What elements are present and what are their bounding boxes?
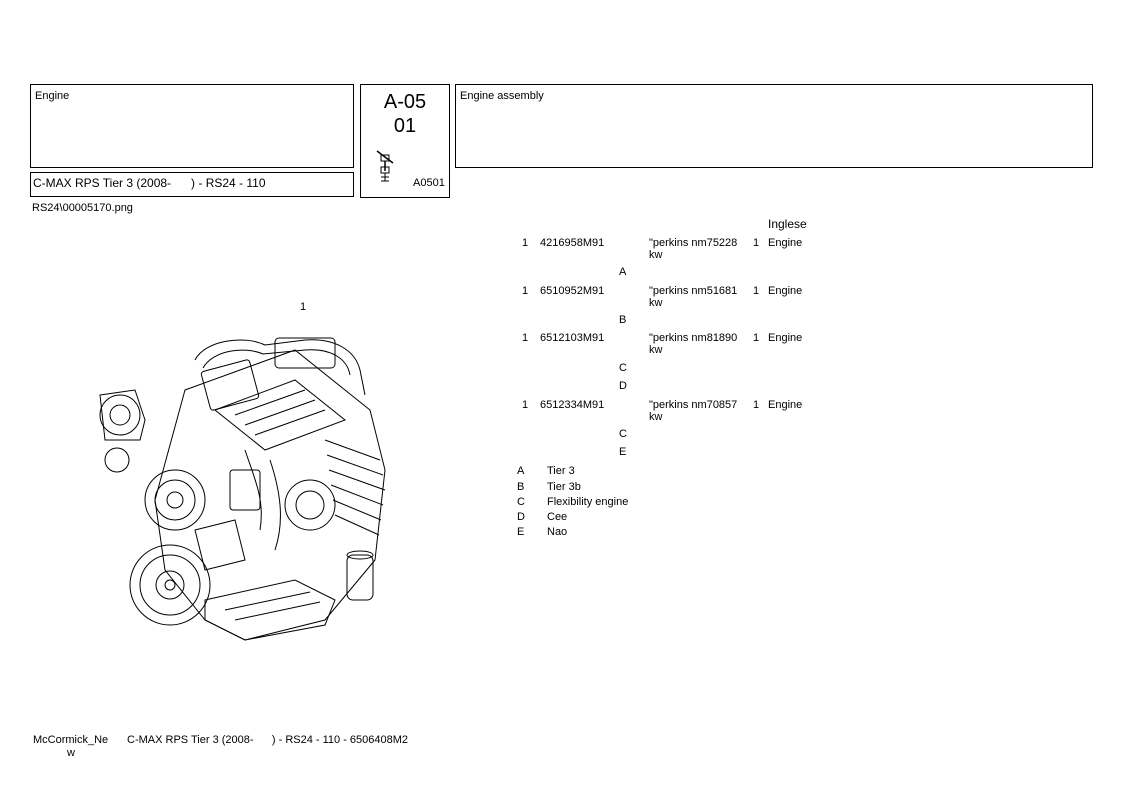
row-1-note-1: A bbox=[619, 266, 627, 278]
row-2-description: "perkins nm51681 kw bbox=[649, 285, 738, 309]
row-2-quantity: 1 bbox=[753, 285, 760, 297]
row-3-name: Engine bbox=[768, 332, 803, 344]
model-line: C-MAX RPS Tier 3 (2008- ) - RS24 - 110 bbox=[33, 176, 266, 190]
section-title: Engine bbox=[35, 90, 70, 102]
footer-brand-line2: w bbox=[67, 747, 75, 759]
language-label: Inglese bbox=[768, 217, 807, 231]
row-1-quantity: 1 bbox=[753, 237, 760, 249]
image-filename: RS24\00005170.png bbox=[32, 202, 133, 214]
row-4-part-number[interactable]: 6512334M91 bbox=[540, 399, 605, 411]
model-box: C-MAX RPS Tier 3 (2008- ) - RS24 - 110 bbox=[30, 172, 354, 197]
row-3-description: "perkins nm81890 kw bbox=[649, 332, 738, 356]
legend-key-c: C bbox=[517, 496, 525, 508]
row-3-note-1: C bbox=[619, 362, 627, 374]
row-4-note-2: E bbox=[619, 446, 627, 458]
legend-text-b: Tier 3b bbox=[547, 481, 581, 493]
footer-brand-line1: McCormick_Ne bbox=[33, 734, 109, 746]
group-code-box: A-05 01 A0501 bbox=[360, 84, 450, 198]
assembly-box: Engine assembly bbox=[455, 84, 1093, 168]
assembly-title: Engine assembly bbox=[460, 90, 544, 102]
legend-key-d: D bbox=[517, 511, 525, 523]
row-4-note-1: C bbox=[619, 428, 627, 440]
group-ref: A0501 bbox=[413, 177, 445, 189]
section-box: Engine bbox=[30, 84, 354, 168]
callout-number: 1 bbox=[300, 301, 307, 313]
row-1-number: 1 bbox=[522, 237, 529, 249]
row-2-note-1: B bbox=[619, 314, 627, 326]
group-subcode: 01 bbox=[393, 115, 417, 137]
legend-key-e: E bbox=[517, 526, 525, 538]
legend-text-e: Nao bbox=[547, 526, 568, 538]
row-3-part-number[interactable]: 6512103M91 bbox=[540, 332, 605, 344]
legend-text-c: Flexibility engine bbox=[547, 496, 629, 508]
row-2-part-number[interactable]: 6510952M91 bbox=[540, 285, 605, 297]
legend-key-b: B bbox=[517, 481, 525, 493]
row-2-name: Engine bbox=[768, 285, 803, 297]
footer-model-line: C-MAX RPS Tier 3 (2008- ) - RS24 - 110 -… bbox=[127, 734, 409, 746]
group-code: A-05 bbox=[383, 91, 427, 113]
legend-text-d: Cee bbox=[547, 511, 568, 523]
row-4-name: Engine bbox=[768, 399, 803, 411]
row-3-quantity: 1 bbox=[753, 332, 760, 344]
row-1-description: "perkins nm75228 kw bbox=[649, 237, 738, 261]
legend-key-a: A bbox=[517, 465, 525, 477]
row-4-quantity: 1 bbox=[753, 399, 760, 411]
row-3-number: 1 bbox=[522, 332, 529, 344]
engine-symbol-icon bbox=[376, 150, 394, 182]
row-4-description: "perkins nm70857 kw bbox=[649, 399, 738, 423]
row-1-name: Engine bbox=[768, 237, 803, 249]
row-1-part-number[interactable]: 4216958M91 bbox=[540, 237, 605, 249]
legend-text-a: Tier 3 bbox=[547, 465, 575, 477]
row-3-note-2: D bbox=[619, 380, 627, 392]
row-2-number: 1 bbox=[522, 285, 529, 297]
row-4-number: 1 bbox=[522, 399, 529, 411]
engine-illustration bbox=[99, 337, 386, 641]
